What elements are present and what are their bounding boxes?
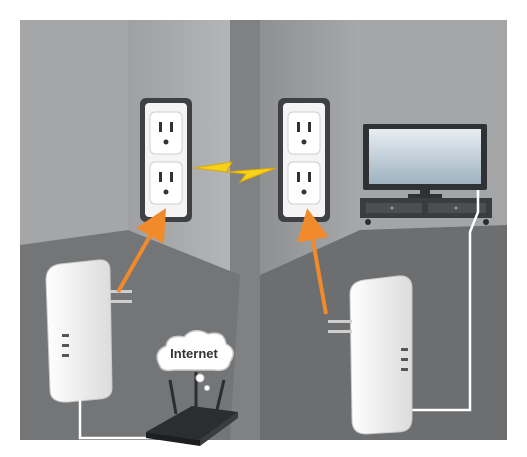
- arrow-icon: [297, 208, 329, 315]
- powerline-adapter-icon: [45, 259, 132, 403]
- outlet-socket-bottom: [149, 161, 183, 205]
- wall-outlet-icon: [140, 98, 192, 222]
- left-side-wall: [20, 20, 128, 245]
- adapter-body: [45, 259, 113, 403]
- powerline-adapter-icon: [328, 275, 413, 435]
- outlet-socket-top: [149, 111, 183, 155]
- wall-outlet-icon: [278, 98, 330, 222]
- lightning-bolt-icon: [193, 161, 277, 184]
- cloud-label: Internet: [170, 346, 218, 361]
- arrow-icon: [116, 208, 166, 293]
- router-icon: [146, 372, 238, 446]
- adapter-plug-prong: [110, 290, 132, 293]
- tv-icon: [360, 124, 492, 225]
- center-divider-wall: [230, 20, 260, 440]
- outlet-socket-bottom: [287, 161, 321, 205]
- adapter-plug-prong: [328, 320, 352, 323]
- tv-screen: [369, 129, 481, 184]
- cloud-icon: Internet: [156, 329, 234, 391]
- router-cable: [78, 400, 170, 440]
- tv-cable: [400, 190, 480, 412]
- router-body: [146, 406, 238, 440]
- adapter-body: [349, 275, 413, 435]
- outlet-socket-top: [287, 111, 321, 155]
